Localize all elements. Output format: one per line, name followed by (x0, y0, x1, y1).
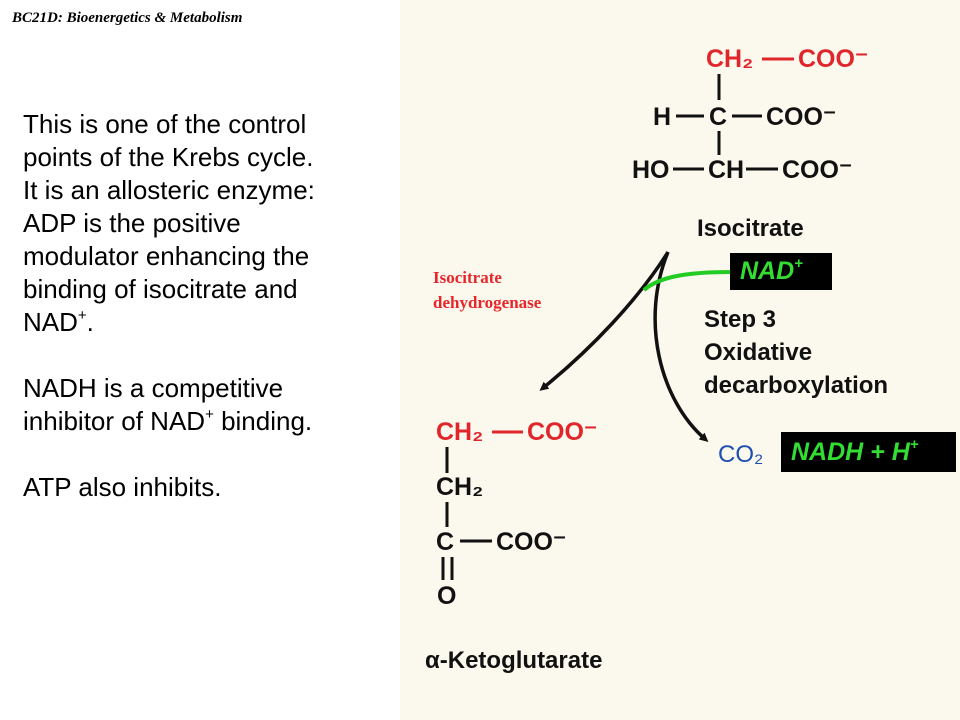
step-line: decarboxylation (704, 372, 888, 399)
nadh-label: NADH + H (791, 438, 910, 466)
enzyme-label: Isocitrate dehydrogenase (433, 265, 541, 315)
step-line: Oxidative (704, 339, 812, 366)
alpha-ketoglutarate-structure: CH₂ COO⁻ CH₂ C COO⁻ O α-Ketoglutarate (425, 418, 602, 674)
coo-group: COO⁻ (782, 156, 852, 184)
coo-group: COO⁻ (798, 45, 868, 73)
coo-group: COO⁻ (766, 103, 836, 131)
paragraph-gap (23, 339, 403, 372)
co2-label: CO₂ (718, 441, 763, 468)
c-atom: C (709, 103, 727, 131)
nad-label: NAD (740, 257, 795, 285)
step-label: Step 3 (704, 306, 776, 333)
inhibitor-text: inhibitor of NAD (23, 406, 206, 436)
description-line: binding of isocitrate and (23, 274, 298, 304)
enzyme-label-line: Isocitrate (433, 268, 502, 287)
co2-release-arrow (653, 251, 709, 442)
isocitrate-name: Isocitrate (697, 215, 804, 242)
nad-input-arrow (642, 270, 732, 292)
ho-group: HO (632, 156, 670, 184)
nad-text: NAD (23, 307, 78, 337)
superscript-plus: + (77, 307, 87, 324)
o-atom: O (437, 582, 456, 610)
reaction-arrow (539, 251, 670, 391)
binding-text: binding. (213, 406, 313, 436)
scan-background (400, 0, 960, 720)
c-atom: C (436, 528, 454, 556)
paragraph-gap (23, 438, 403, 471)
ch2-group: CH₂ (706, 45, 753, 73)
coo-group: COO⁻ (527, 418, 597, 446)
ch-group: CH (708, 156, 744, 184)
description-line: ATP also inhibits. (23, 472, 222, 502)
isocitrate-structure: CH₂ COO⁻ H C COO⁻ HO CH COO⁻ Isocitrate (632, 45, 868, 242)
nad-plus-box: NAD+ (730, 253, 832, 290)
alpha-ketoglutarate-name: α-Ketoglutarate (425, 647, 602, 674)
reaction-scan: CH₂ COO⁻ H C COO⁻ HO CH COO⁻ Isocitrate … (400, 0, 960, 720)
slide-header: BC21D: Bioenergetics & Metabolism (12, 10, 243, 26)
description-line: NAD+. (23, 306, 403, 339)
coo-group: COO⁻ (496, 528, 566, 556)
superscript-plus: + (794, 255, 803, 272)
description-line: It is an allosteric enzyme: (23, 175, 315, 205)
description-line: ADP is the positive (23, 208, 241, 238)
period: . (86, 307, 94, 337)
ch2-group: CH₂ (436, 473, 483, 501)
description-line: points of the Krebs cycle. (23, 142, 314, 172)
superscript-plus: + (205, 406, 214, 423)
enzyme-label-line: dehydrogenase (433, 293, 542, 312)
superscript-plus: + (909, 436, 919, 453)
step-caption: Step 3 Oxidative decarboxylation (704, 306, 888, 399)
h-atom: H (653, 103, 671, 131)
description-line: modulator enhancing the (23, 241, 310, 271)
description-line: inhibitor of NAD+ binding. (23, 405, 403, 438)
description-line: This is one of the control (23, 109, 307, 139)
ch2-group: CH₂ (436, 418, 483, 446)
nadh-box: NADH + H+ (781, 432, 956, 472)
description-text: This is one of the control points of the… (23, 108, 403, 504)
description-line: NADH is a competitive (23, 373, 284, 403)
